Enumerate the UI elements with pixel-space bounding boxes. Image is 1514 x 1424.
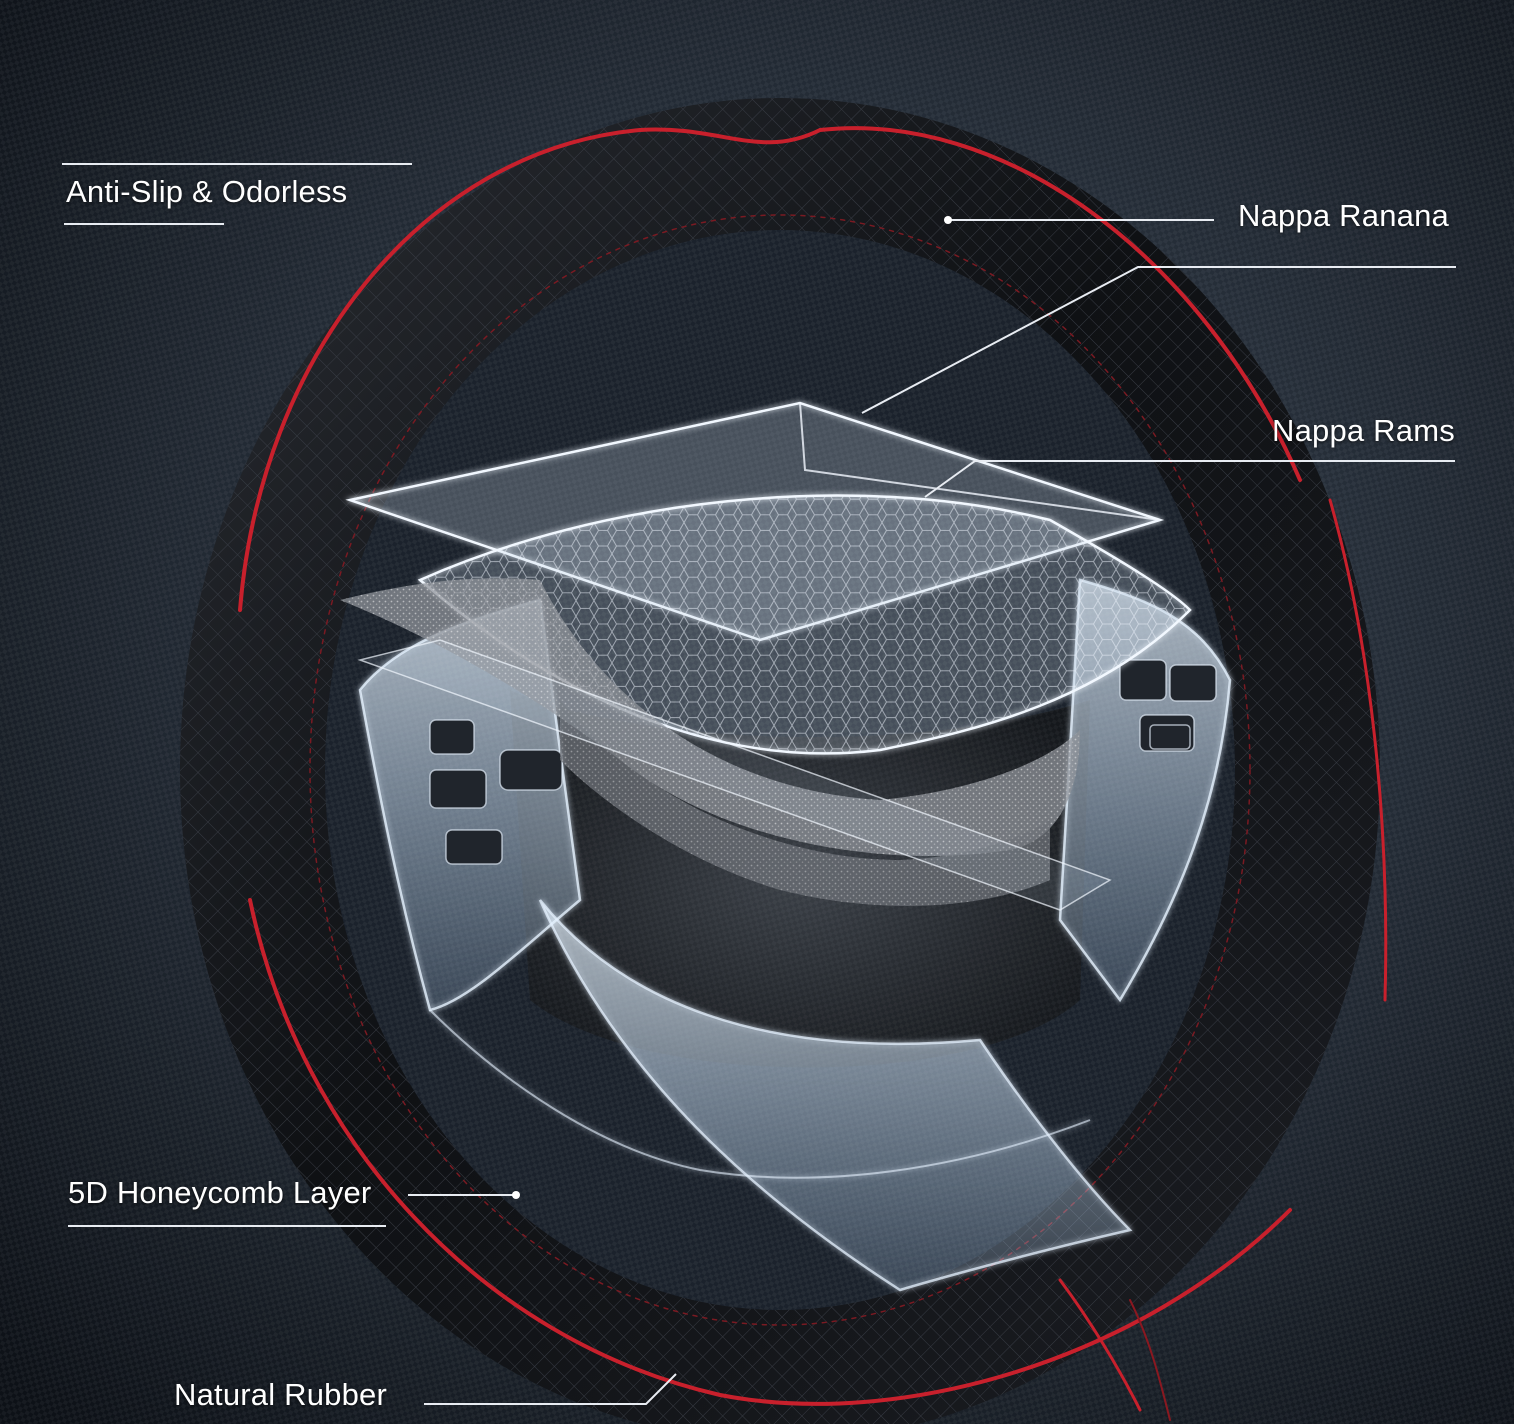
callout-anti-slip-odorless: Anti-Slip & Odorless [66, 174, 348, 209]
callout-lines [62, 163, 1456, 1405]
right-button-cluster [1119, 659, 1217, 752]
callout-line-middle-sheet [861, 266, 1456, 414]
left-button-cluster [429, 719, 563, 865]
callout-nappa-top: Nappa Ranana [1238, 198, 1449, 233]
callout-line-anti-slip [62, 163, 412, 225]
callout-line-nappa-middle [924, 460, 1455, 498]
callout-line-honeycomb [68, 1194, 516, 1227]
callout-natural-rubber: Natural Rubber [174, 1377, 388, 1412]
exploded-layers [340, 401, 1192, 911]
callout-dot-honeycomb [512, 1191, 520, 1199]
callout-dot-nappa-top [944, 216, 952, 224]
callout-nappa-middle: Nappa Rams [1272, 413, 1455, 448]
callout-line-rubber [424, 1373, 677, 1405]
red-piping [238, 126, 1388, 1421]
callout-honeycomb-layer: 5D Honeycomb Layer [68, 1175, 372, 1210]
